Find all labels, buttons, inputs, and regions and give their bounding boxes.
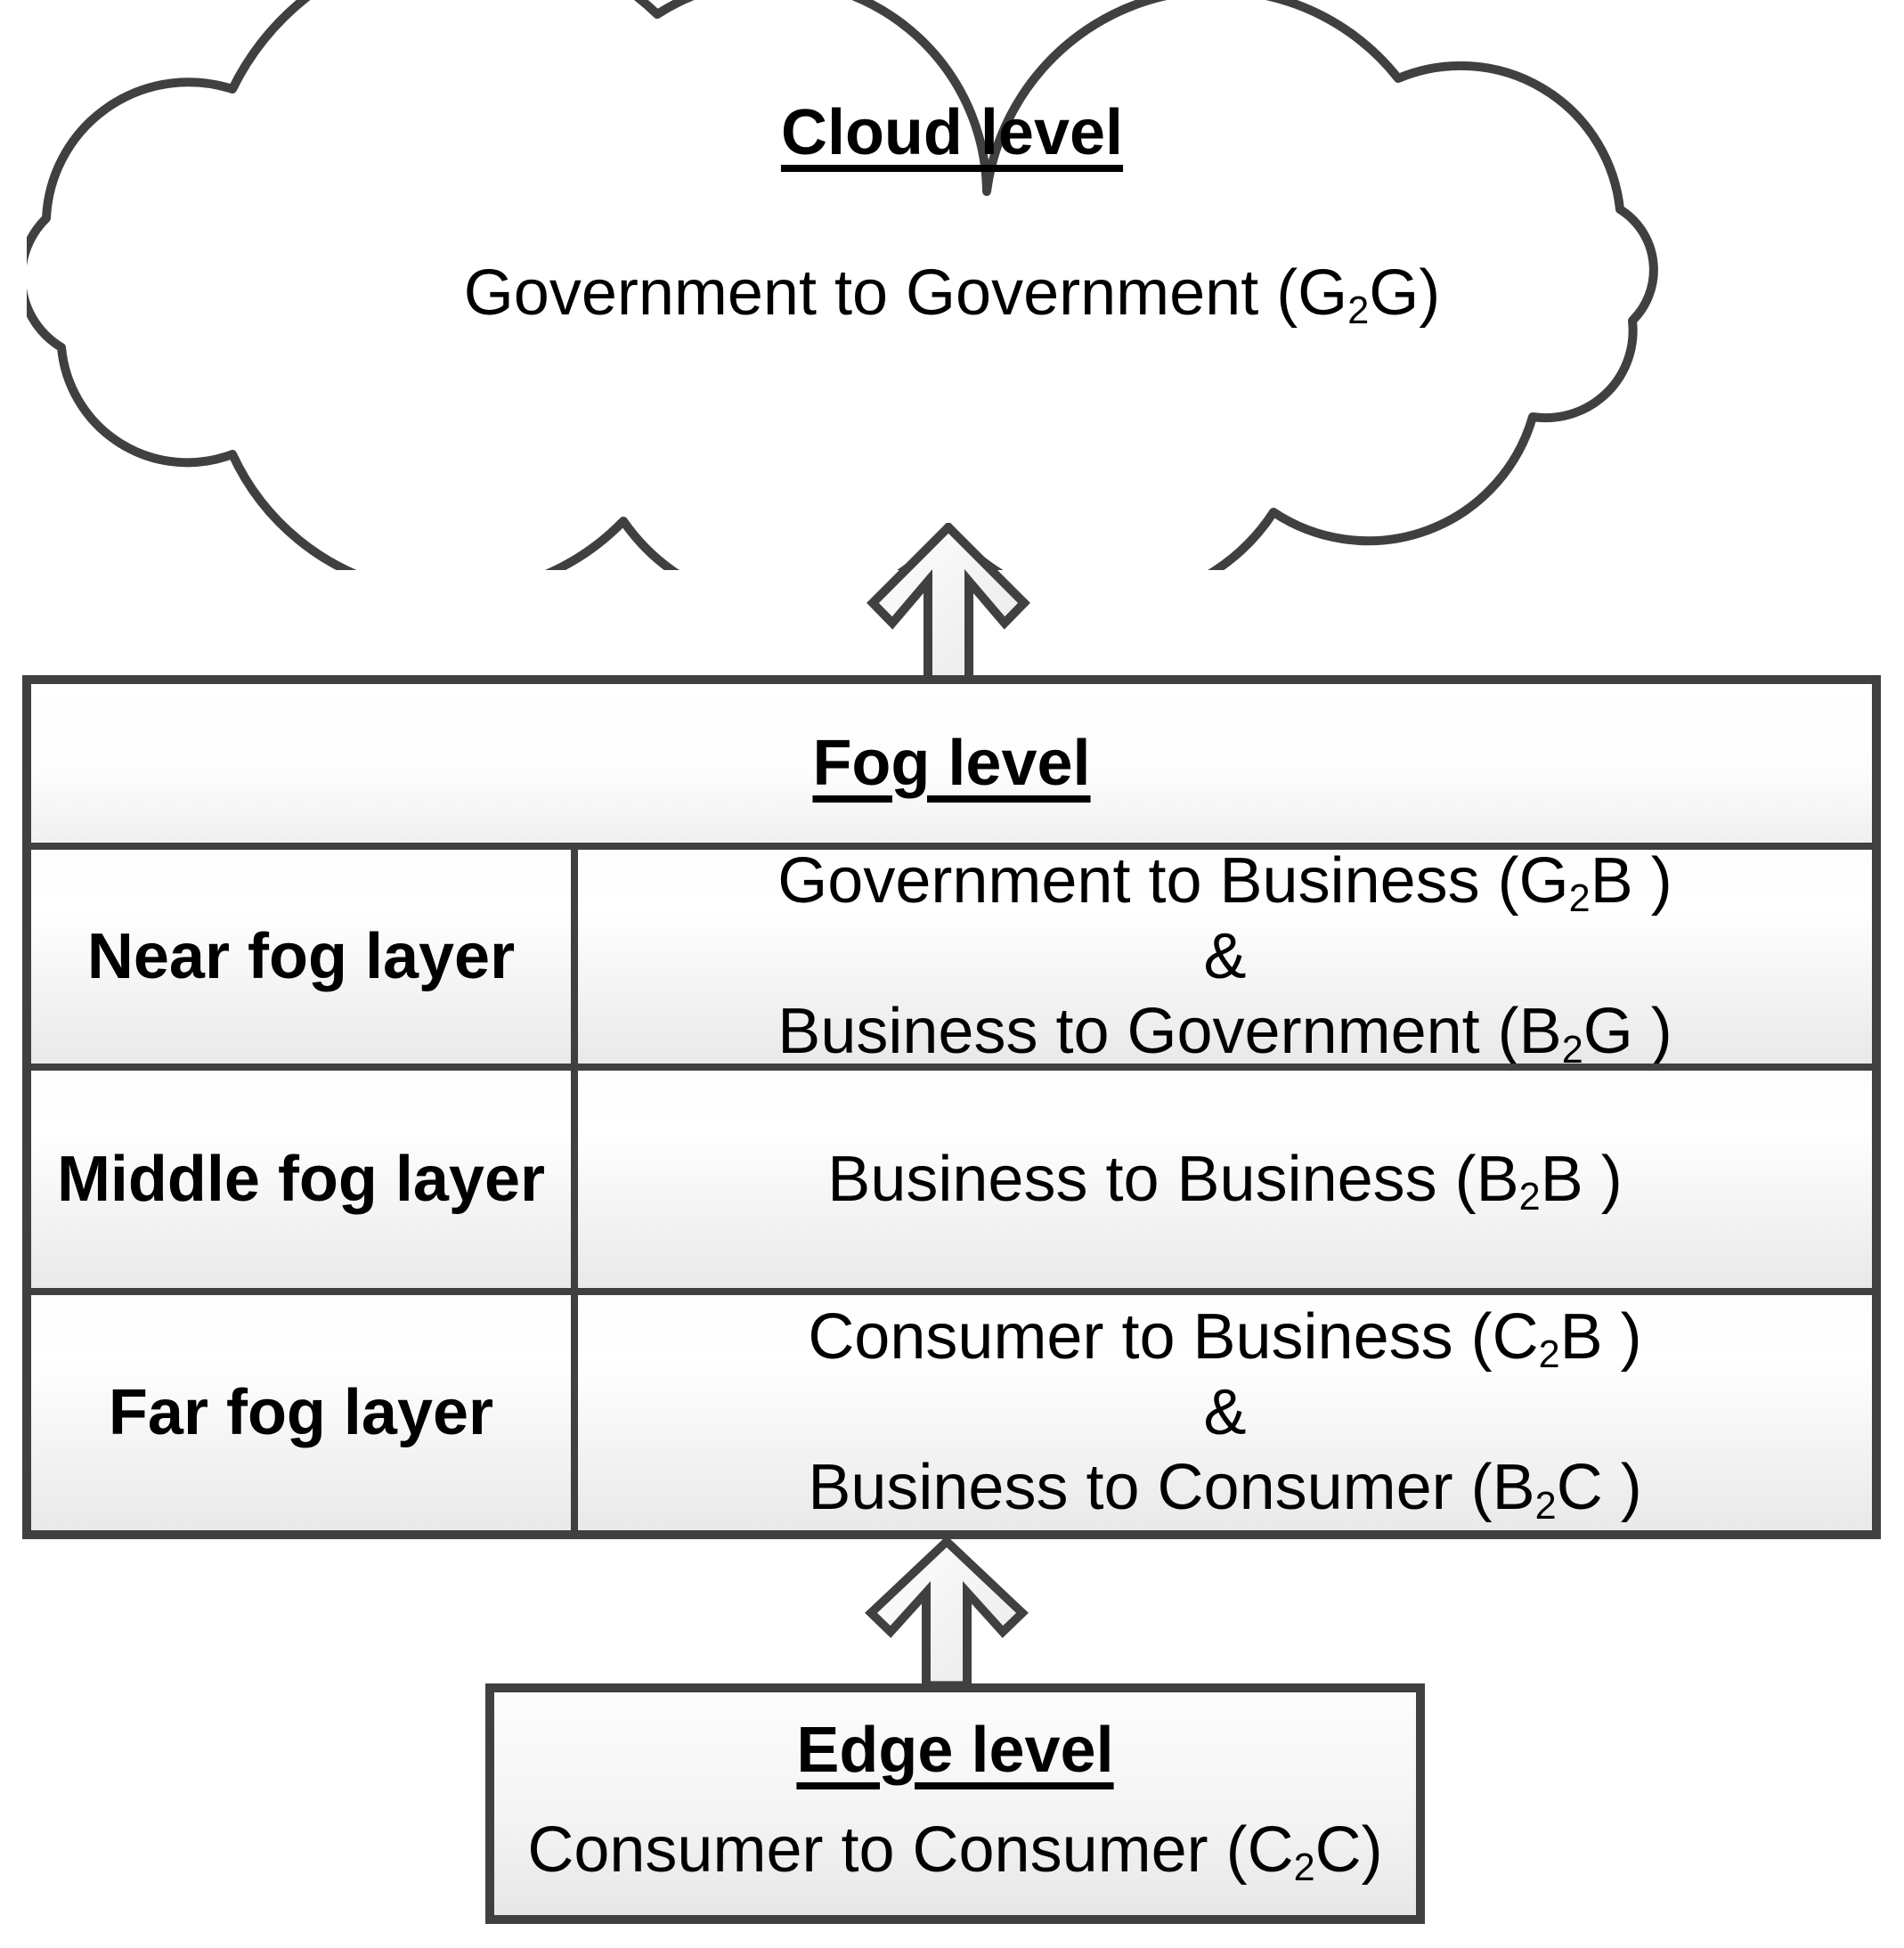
b2b-label-pre: Business to Business (B (827, 1143, 1519, 1215)
g2g-label-post: G) (1369, 257, 1441, 329)
c2c-label-pre: Consumer to Consumer (C (527, 1814, 1294, 1886)
layer-name: Far fog layer (108, 1377, 494, 1448)
up-arrow-icon (865, 1537, 1029, 1685)
g2g-label-pre: Government to Government (G (463, 257, 1348, 329)
near-fog-layer-cell: Near fog layer (31, 843, 571, 1064)
c2c-label-post: C) (1314, 1814, 1383, 1886)
g2b-subscript: 2 (1568, 876, 1591, 920)
c2b-subscript: 2 (1538, 1333, 1560, 1376)
edge-box: Edge level Consumer to Consumer (C2C) (485, 1683, 1425, 1924)
far-fog-layer-cell: Far fog layer (31, 1288, 571, 1530)
c2b-label-pre: Consumer to Business (C (808, 1300, 1539, 1373)
g2b-label: Government to Business (G2B ) (777, 844, 1672, 919)
g2b-label-post: B ) (1590, 844, 1672, 917)
c2b-label: Consumer to Business (C2B ) (808, 1300, 1641, 1375)
g2g-subscript: 2 (1347, 289, 1370, 333)
b2g-label-pre: Business to Government (B (777, 996, 1562, 1068)
edge-level-title: Edge level (796, 1715, 1114, 1786)
g2g-label: Government to Government (G2G) (0, 257, 1904, 330)
ampersand: & (1203, 920, 1247, 992)
middle-fog-offerings-cell: Business to Business (B2B ) (571, 1064, 1872, 1288)
fog-level-title: Fog level (812, 728, 1091, 799)
fog-header-row: Fog level (31, 684, 1872, 843)
c2c-subscript: 2 (1293, 1846, 1315, 1890)
b2g-label: Business to Government (B2G ) (777, 994, 1672, 1070)
c2c-label: Consumer to Consumer (C2C) (527, 1814, 1382, 1887)
up-arrow-icon (867, 523, 1030, 680)
b2b-label-post: B ) (1540, 1143, 1623, 1215)
b2g-label-post: G ) (1583, 996, 1672, 1068)
near-fog-offerings-cell: Government to Business (G2B ) & Business… (571, 843, 1872, 1069)
b2c-label-post: C ) (1556, 1452, 1642, 1524)
cloud-level-title: Cloud level (780, 97, 1124, 168)
b2c-label: Business to Consumer (B2C ) (808, 1450, 1641, 1526)
c2b-label-post: B ) (1559, 1300, 1642, 1373)
g2b-label-pre: Government to Business (G (777, 844, 1569, 917)
b2b-subscript: 2 (1518, 1175, 1541, 1219)
layer-name: Middle fog layer (56, 1144, 546, 1215)
middle-fog-layer-cell: Middle fog layer (31, 1064, 571, 1288)
ampersand: & (1203, 1376, 1247, 1448)
cloud-shape (27, 0, 1658, 570)
fog-table: Fog level Near fog layer Government to B… (22, 675, 1881, 1539)
b2c-subscript: 2 (1534, 1484, 1557, 1528)
layer-name: Near fog layer (86, 921, 516, 992)
b2c-label-pre: Business to Consumer (B (808, 1452, 1535, 1524)
b2b-label: Business to Business (B2B ) (827, 1142, 1622, 1218)
far-fog-offerings-cell: Consumer to Business (C2B ) & Business t… (571, 1288, 1872, 1530)
b2g-subscript: 2 (1561, 1028, 1583, 1072)
